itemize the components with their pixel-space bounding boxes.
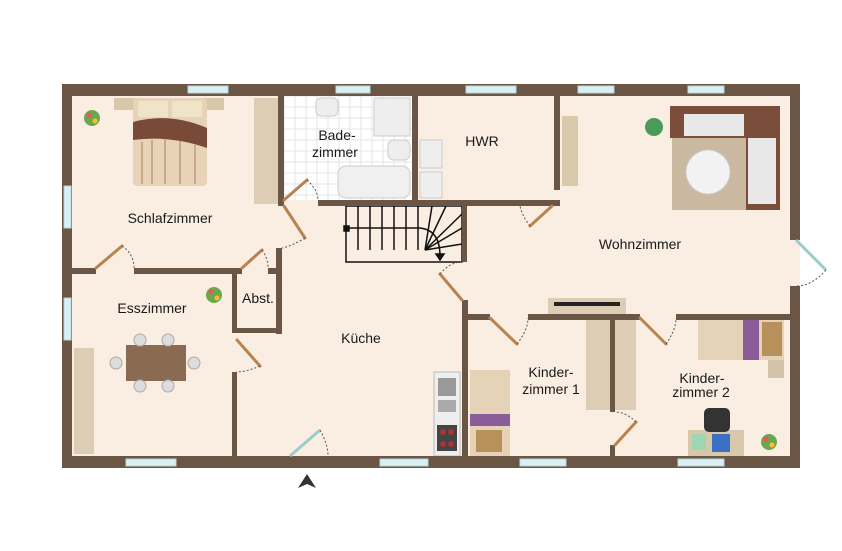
sofa bbox=[670, 106, 780, 210]
plant-icon bbox=[645, 118, 663, 136]
room-label-schlafzimmer: Schlafzimmer bbox=[128, 210, 213, 226]
plant-icon bbox=[206, 287, 222, 303]
windows bbox=[63, 85, 725, 467]
room-label-wohnzimmer: Wohnzimmer bbox=[599, 236, 682, 252]
stair-tread bbox=[424, 205, 447, 251]
kids-bed-2 bbox=[698, 320, 784, 378]
bathroom-fixtures bbox=[315, 97, 443, 199]
sideboard bbox=[74, 348, 94, 454]
kids-bed-1 bbox=[470, 370, 510, 456]
stair-tread bbox=[424, 227, 463, 251]
bookshelf bbox=[562, 116, 578, 186]
room-label-hwr: HWR bbox=[465, 133, 498, 149]
room-label-badezimmer-2: zimmer bbox=[312, 144, 358, 160]
room-label-kinderzimmer1-1: Kinder- bbox=[528, 364, 573, 380]
entrance-arrow-icon bbox=[298, 474, 316, 488]
room-label-esszimmer: Esszimmer bbox=[117, 300, 187, 316]
room-label-kinderzimmer2-1: Kinder- bbox=[679, 370, 724, 386]
stair-tread bbox=[424, 243, 463, 251]
plant-icon bbox=[761, 434, 777, 450]
stair-tread bbox=[424, 205, 433, 251]
staircase bbox=[343, 205, 463, 263]
plant-icon bbox=[84, 110, 100, 126]
tv-icon bbox=[554, 302, 620, 306]
walls bbox=[62, 84, 800, 468]
kitchen-unit bbox=[433, 371, 461, 457]
room-label-kueche: Küche bbox=[341, 330, 381, 346]
room-label-abstellraum: Abst. bbox=[242, 290, 274, 306]
dining-table bbox=[109, 333, 201, 393]
double-bed bbox=[114, 98, 224, 186]
desk bbox=[688, 408, 744, 456]
room-label-kinderzimmer1-2: zimmer 1 bbox=[522, 381, 580, 397]
stair-tread bbox=[424, 213, 463, 251]
room-label-kinderzimmer2-2: zimmer 2 bbox=[672, 384, 730, 400]
room-label-badezimmer-1: Bade- bbox=[318, 127, 356, 143]
wardrobe bbox=[254, 98, 278, 204]
doors bbox=[94, 178, 828, 458]
